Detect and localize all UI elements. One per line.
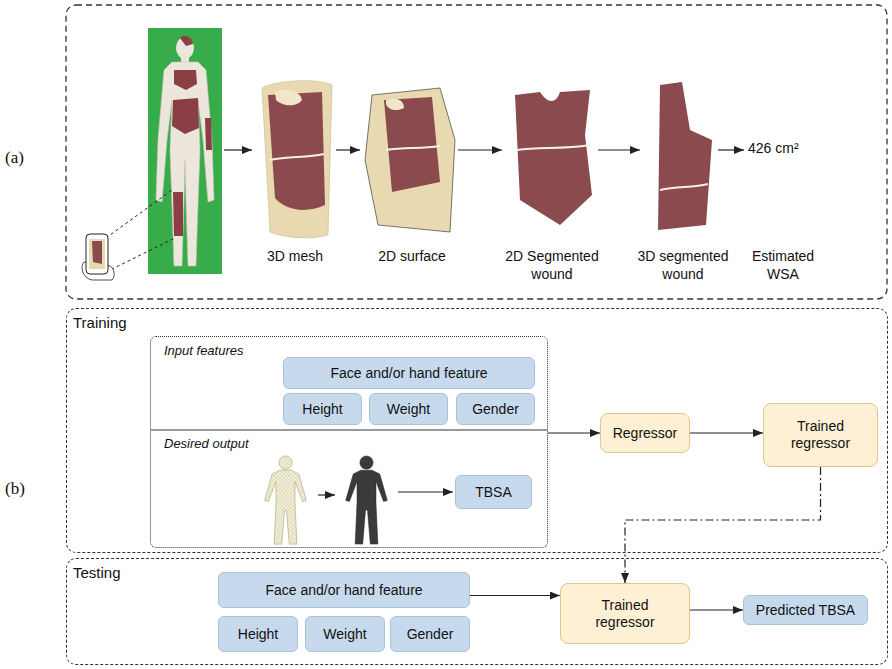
box-text: Face and/or hand feature [330,365,487,382]
drawing-part [92,241,102,264]
drawing-part [346,456,388,544]
drawing-part [660,184,708,190]
drawing-part [386,98,404,110]
box-text: Gender [472,401,519,418]
input-box: Height [218,616,298,652]
flattened-surface [365,88,455,232]
box-text: Height [302,401,342,418]
divider [151,430,547,431]
segmented-wound-3d [658,82,712,230]
box-text: Regressor [613,425,678,442]
group-heading: Desired output [164,436,249,452]
input-box: Face and/or hand feature [218,572,470,608]
drawing-part [156,62,214,266]
drawing-part [265,456,307,544]
drawing-part [173,192,183,236]
drawing-part [172,98,199,134]
figure-arrows [318,492,453,495]
input-box: Height [283,393,362,425]
process-box: Trained regressor [560,583,690,644]
panel-label: (a) [5,147,24,169]
drawing-part [386,146,440,150]
output-box: TBSA [455,475,532,509]
drawing-part [270,154,324,160]
box-text: Weight [323,626,366,643]
body-mesh-figure [265,456,307,544]
connector [625,467,821,583]
output-box: Predicted TBSA [743,595,868,625]
box-text: Trained regressor [776,418,866,452]
step-label: 3D mesh [245,247,345,265]
drawing-part [148,28,222,274]
group-heading: Input features [164,343,244,359]
input-box: Gender [390,616,470,652]
input-box: Weight [369,393,448,425]
box-text: Weight [387,401,430,418]
segmented-wound-2d [515,90,592,225]
panel-label: (b) [5,478,25,500]
connector [690,609,743,610]
area-value: 426 cm² [748,139,799,157]
drawing-part [515,90,592,225]
drawing-part [398,491,453,492]
panel-frame [66,5,887,299]
drawing-part [336,149,360,150]
feature-group: Input featuresDesired output Face and/or … [150,336,548,548]
drawing-part [89,239,105,269]
drawing-part [86,234,108,274]
drawing-part [275,90,302,105]
training-panel: TrainingInput featuresDesired output Face… [66,308,888,553]
pipeline-arrows [224,149,744,150]
mesh-leg [262,81,332,238]
process-box: Trained regressor [763,403,878,467]
drawing-part [106,190,172,238]
step-label: 3D segmented wound [633,247,733,283]
drawing-part [106,238,175,272]
drawing-part [517,145,590,150]
drawing-part [718,149,744,150]
step-label: 2D Segmented wound [502,247,602,283]
group-heading: Training [73,314,127,332]
drawing-part [174,70,197,90]
process-box: Regressor [600,413,690,453]
box-text: TBSA [475,484,512,501]
body-model-figure [346,456,388,544]
mannequin [148,28,222,274]
group-heading: Testing [73,564,121,582]
connector [470,595,560,596]
drawing-part [176,37,194,59]
box-text: Trained regressor [580,597,670,631]
drawing-part [262,81,332,238]
box-text: Predicted TBSA [756,602,855,619]
drawing-part [598,149,640,150]
step-label: 2D surface [362,247,462,265]
input-box: Weight [305,616,385,652]
drawing-part [205,118,212,150]
input-box: Gender [456,393,535,425]
box-text: Height [238,626,278,643]
connector [690,432,763,433]
input-box: Face and/or hand feature [283,357,535,389]
phone [82,190,175,280]
testing-panel: TestingFace and/or hand featureHeight Wei… [66,558,888,665]
box-text: Face and/or hand feature [265,582,422,599]
drawing-part [365,88,455,232]
drawing-part [268,92,325,210]
drawing-part [224,149,252,150]
drawing-part [180,36,193,46]
connector [548,432,600,433]
drawing-part [318,494,335,495]
box-text: Gender [407,626,454,643]
step-label: Estimated WSA [738,247,828,283]
drawing-part [658,82,712,230]
drawing-part [384,97,440,192]
drawing-part [458,149,502,150]
